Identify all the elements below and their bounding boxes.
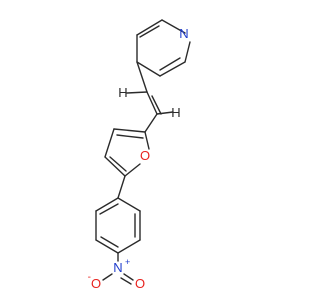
bond: [144, 131, 150, 150]
bond: [120, 277, 132, 285]
nitro-oxygen-left-label: O: [91, 276, 101, 291]
nitro-nitrogen-label: N: [113, 260, 122, 275]
bond: [113, 128, 146, 133]
bond: [151, 95, 162, 115]
bond: [159, 61, 186, 77]
bond: [126, 91, 148, 94]
bond: [136, 61, 161, 77]
molecule-canvas: N O N + O - O H H: [88, 19, 191, 291]
bond: [95, 197, 119, 212]
bond: [144, 113, 158, 133]
nitro-oxygen-left-charge: -: [88, 272, 91, 283]
bond: [104, 156, 126, 177]
pyridine-nitrogen-label: N: [179, 26, 188, 41]
bond: [161, 19, 186, 34]
furan-oxygen-label: O: [140, 148, 150, 163]
bond: [136, 19, 163, 36]
bond: [136, 61, 148, 93]
bond: [139, 25, 160, 38]
bond: [99, 203, 119, 215]
bond: [146, 91, 158, 115]
nitro-oxygen-right-label: O: [135, 276, 145, 291]
bond: [109, 156, 127, 172]
bond: [116, 134, 144, 139]
bond: [95, 239, 119, 254]
bond: [184, 41, 191, 63]
bond: [104, 128, 115, 158]
bond: [123, 273, 134, 281]
bond: [102, 273, 113, 281]
structure-diagram: N O N + O - O H H: [88, 19, 191, 291]
bond: [117, 175, 126, 199]
bond: [124, 163, 141, 177]
bond: [159, 57, 181, 71]
bond: [117, 239, 141, 254]
bond: [117, 197, 141, 212]
bond: [156, 111, 174, 115]
bond: [100, 236, 119, 248]
vinyl-h-lower-label: H: [171, 105, 180, 120]
vinyl-h-upper-label: H: [118, 85, 127, 100]
bond-lines: [95, 19, 191, 285]
nitro-nitrogen-charge: +: [125, 257, 130, 267]
